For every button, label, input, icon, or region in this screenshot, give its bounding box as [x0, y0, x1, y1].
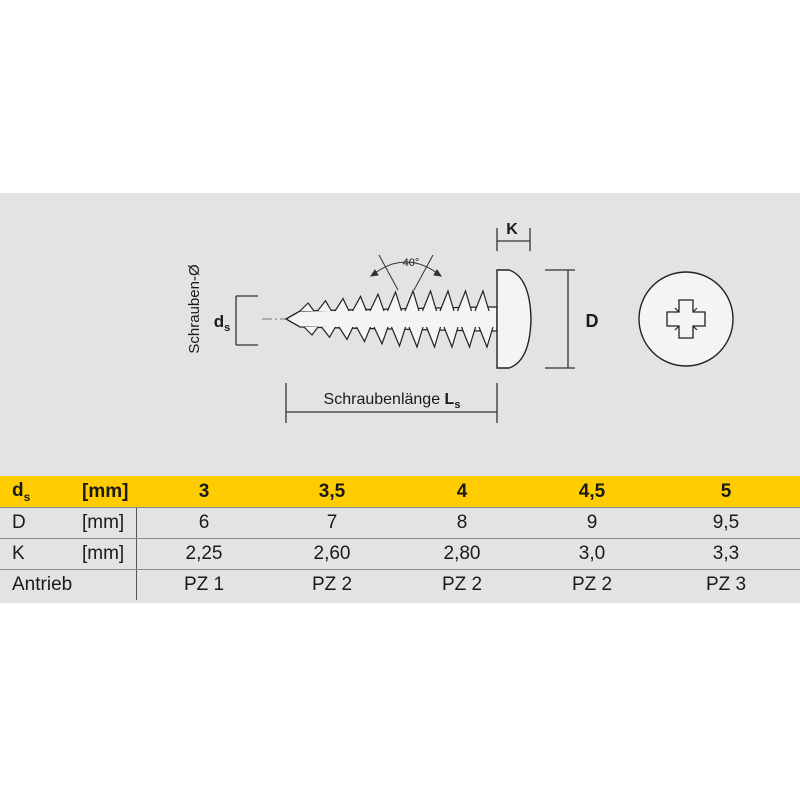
thread-tooth	[390, 326, 407, 348]
table-cell: 2,80	[443, 542, 481, 564]
table-cell: 7	[326, 511, 338, 533]
table-cell: 5	[720, 480, 732, 502]
thread-tooth	[338, 326, 354, 341]
table-cell: 3,5	[318, 480, 346, 502]
table-cell: 8	[456, 511, 468, 533]
d-label: D	[586, 311, 599, 331]
thread-tooth	[321, 326, 337, 339]
table-cell: 9,5	[712, 511, 740, 533]
table-cell: PZ 1	[183, 573, 225, 595]
row-name: Antrieb	[12, 573, 73, 595]
head-top-view	[638, 271, 734, 367]
table-cell: 4	[456, 480, 468, 502]
table-cell: PZ 2	[571, 573, 613, 595]
thread-tooth	[421, 289, 438, 312]
table-cell: 6	[198, 511, 210, 533]
table-cell: PZ 2	[311, 573, 353, 595]
row-unit: [mm]	[82, 542, 125, 564]
table-cell: 9	[586, 511, 598, 533]
thread-tooth	[425, 326, 442, 349]
table-cell: PZ 2	[441, 573, 483, 595]
header-name: ds	[12, 479, 31, 504]
table-cell: 2,25	[185, 542, 223, 564]
table-cell: 4,5	[578, 480, 606, 502]
d-dimension	[545, 269, 575, 369]
ds-label: ds	[214, 312, 231, 334]
thread-tooth	[478, 326, 494, 349]
angle-label: 40°	[403, 257, 420, 269]
thread-tooth	[299, 302, 315, 312]
ds-dimension	[235, 295, 258, 346]
thread-tooth	[460, 326, 477, 349]
table-row: Antrieb PZ 1 PZ 2 PZ 2 PZ 2 PZ 3	[0, 569, 800, 600]
thread-tooth	[351, 295, 368, 312]
thread-tooth	[303, 326, 319, 336]
thread-tooth	[317, 299, 333, 312]
thread-tooth	[443, 326, 459, 349]
table-header-row: ds [mm] 3 3,5 4 4,5 5	[0, 476, 800, 508]
thread-tooth	[404, 289, 420, 312]
header-unit: [mm]	[82, 480, 129, 502]
screw-threads	[299, 289, 494, 349]
table-row: D [mm] 6 7 8 9 9,5	[0, 507, 800, 539]
thread-tooth	[369, 292, 385, 312]
spec-panel: K D ds Schrauben-Ø	[0, 193, 800, 603]
length-label: Schraubenlänge Ls	[324, 391, 461, 411]
thread-tooth	[334, 297, 350, 312]
spec-table: ds [mm] 3 3,5 4 4,5 5 D [mm] 6 7 8 9 9,5…	[0, 476, 800, 600]
thread-tooth	[456, 289, 473, 312]
row-unit: [mm]	[82, 511, 125, 533]
length-dimension	[285, 383, 498, 423]
table-row: K [mm] 2,25 2,60 2,80 3,0 3,3	[0, 538, 800, 570]
row-name: D	[12, 511, 26, 533]
thread-tooth	[373, 326, 389, 346]
table-cell: 3	[198, 480, 210, 502]
row-name: K	[12, 542, 25, 564]
screw-diagram: K D ds Schrauben-Ø	[186, 221, 734, 423]
table-cell: 3,0	[578, 542, 606, 564]
k-dimension	[496, 228, 531, 251]
thread-tooth	[474, 289, 490, 312]
k-label: K	[506, 221, 518, 238]
thread-tooth	[355, 326, 372, 343]
table-cell: 3,3	[712, 542, 740, 564]
table-cell: 2,60	[313, 542, 351, 564]
angle-indicator	[369, 254, 443, 291]
thread-tooth	[408, 326, 424, 349]
screw-head	[496, 269, 532, 369]
thread-tooth	[386, 290, 403, 312]
table-cell: PZ 3	[705, 573, 747, 595]
diameter-label: Schrauben-Ø	[186, 264, 203, 354]
thread-tooth	[439, 289, 455, 312]
